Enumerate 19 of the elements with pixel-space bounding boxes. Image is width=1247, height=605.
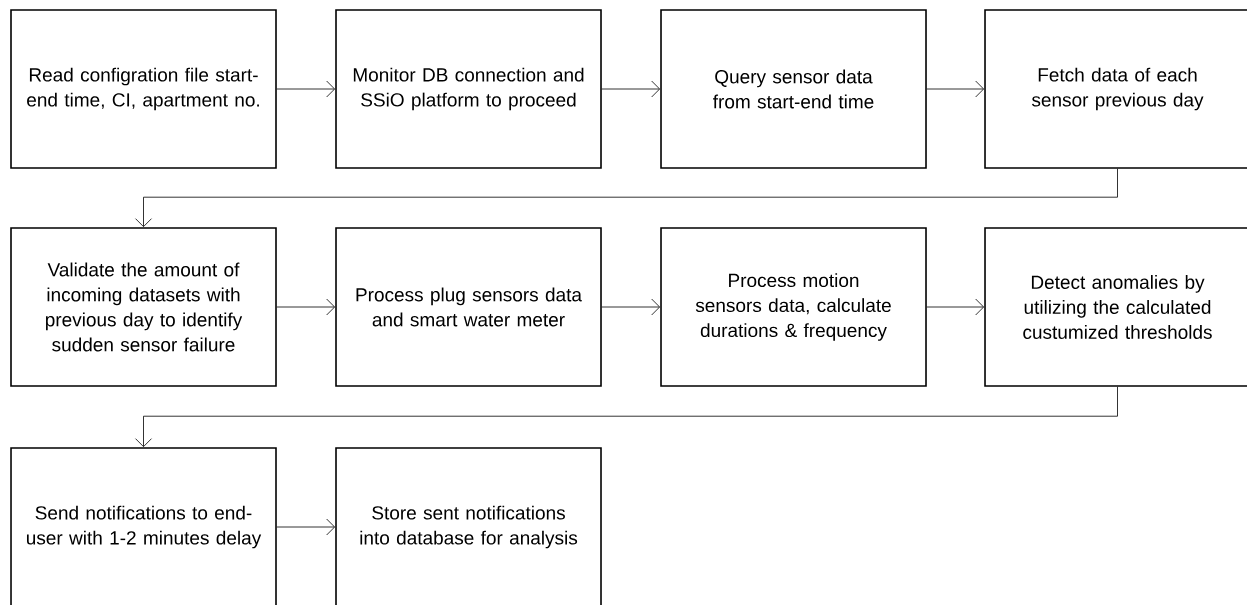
process-box: Read configration file start-end time, CI, apartment no. bbox=[10, 9, 277, 169]
process-box: Send notifications to end-user with 1-2 minutes delay bbox=[10, 447, 277, 605]
arrow bbox=[601, 80, 661, 98]
arrow bbox=[926, 80, 985, 98]
process-box: Store sent notifications into database for analysis bbox=[335, 447, 602, 605]
process-box: Monitor DB connection and SSiO platform to proceed bbox=[335, 9, 602, 169]
process-box: Process plug sensors data and smart water meter bbox=[335, 227, 602, 387]
process-box: Validate the amount of incoming datasets with previous day to identify sudden sensor failure bbox=[10, 227, 277, 387]
arrow bbox=[926, 298, 985, 316]
process-box: Process motion sensors data, calculate durations & frequency bbox=[660, 227, 927, 387]
process-box: Detect anomalies by utilizing the calculated custumized thresholds bbox=[984, 227, 1247, 387]
arrow bbox=[276, 518, 336, 536]
arrow bbox=[135, 386, 1118, 448]
process-box: Query sensor data from start-end time bbox=[660, 9, 927, 169]
arrow bbox=[601, 298, 661, 316]
arrow bbox=[276, 80, 336, 98]
process-box: Fetch data of each sensor previous day bbox=[984, 9, 1247, 169]
arrow bbox=[276, 298, 336, 316]
arrow bbox=[135, 168, 1118, 228]
